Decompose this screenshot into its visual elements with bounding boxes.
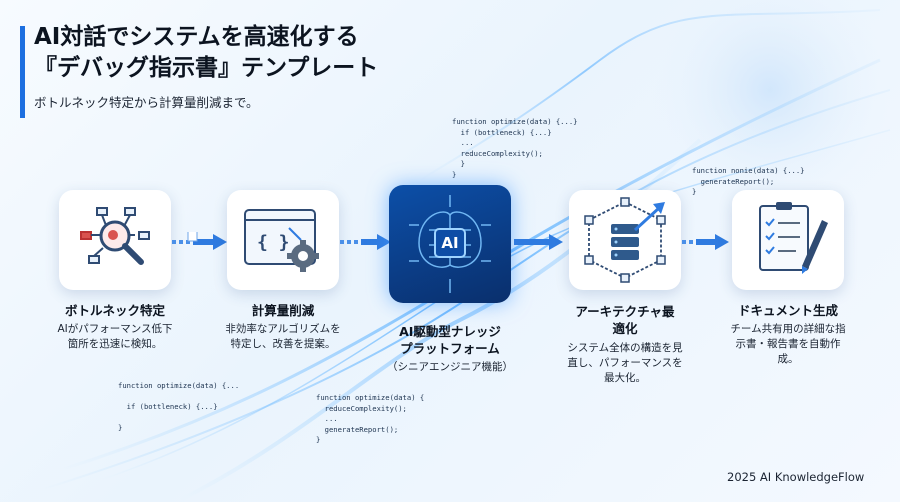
flow-arrow-4 — [682, 234, 729, 250]
step-title-line: プラットフォーム — [400, 341, 500, 356]
title-line-2: 『デバッグ指示書』テンプレート — [34, 55, 379, 81]
step-desc-line: AIがパフォーマンス低下 — [57, 323, 173, 335]
step-title-complexity: 計算量削減 — [251, 303, 315, 318]
step-desc-architecture: システム全体の構造を見 直し、パフォーマンスを 最大化。 — [549, 341, 701, 386]
step-desc-line: 箇所を迅速に検知。 — [67, 338, 163, 350]
ai-badge: AI — [441, 234, 459, 252]
step-desc-line: 最大化。 — [604, 372, 646, 384]
code-snippet-bottom-left: function optimize(data) {... if (bottlen… — [118, 381, 240, 432]
step-title-architecture: アーキテクチャ最 適化 — [549, 303, 701, 337]
step-desc-complexity: 非効率なアルゴリズムを 特定し、改善を提案。 — [207, 322, 359, 352]
step-title-line: 適化 — [612, 321, 638, 336]
step-desc-bottleneck: AIがパフォーマンス低下 箇所を迅速に検知。 — [39, 322, 191, 352]
step-title-line: AI駆動型ナレッジ — [399, 324, 501, 339]
step-desc-line: 成。 — [777, 353, 799, 365]
step-card-documentation — [732, 190, 844, 290]
flow-arrow-3 — [514, 234, 563, 250]
title-accent-bar — [20, 26, 25, 118]
step-desc-line: 特定し、改善を提案。 — [230, 338, 336, 350]
code-snippet-right: function nonie(data) {...} generateRepor… — [692, 166, 805, 196]
step-desc-line: 非効率なアルゴリズムを — [225, 323, 341, 335]
flow-arrow-2 — [340, 234, 391, 250]
step-card-architecture — [569, 190, 681, 290]
step-card-bottleneck — [59, 190, 171, 290]
page-subtitle: ボトルネック特定から計算量削減まで。 — [34, 95, 259, 110]
step-title-line: アーキテクチャ最 — [575, 304, 675, 319]
server-stack-icon — [584, 197, 666, 283]
magnifier-network-icon — [80, 207, 150, 265]
step-desc-line: 示書・報告書を自動作 — [735, 338, 841, 350]
document-pen-icon — [759, 202, 828, 274]
ai-brain-chip-icon — [409, 195, 491, 293]
step-card-complexity: { } — [227, 190, 339, 290]
footer-brand: 2025 AI KnowledgeFlow — [727, 470, 865, 484]
step-desc-documentation: チーム共有用の詳細な指 示書・報告書を自動作 成。 — [712, 322, 864, 367]
title-line-1: AI対話でシステムを高速化する — [34, 24, 359, 50]
code-snippet-bottom-center: function optimize(data) { reduceComplexi… — [316, 393, 425, 444]
step-title-ai-platform: AI駆動型ナレッジ プラットフォーム — [370, 323, 530, 357]
ai-platform-card: AI — [389, 185, 511, 303]
step-title-bottleneck: ボトルネック特定 — [64, 303, 165, 318]
step-title-documentation: ドキュメント生成 — [737, 303, 838, 318]
step-desc-line: 直し、パフォーマンスを — [567, 357, 683, 369]
step-desc-ai-platform: （シニアエンジニア機能） — [387, 361, 513, 373]
svg-text:{ }: { } — [257, 232, 290, 253]
step-desc-line: チーム共有用の詳細な指 — [730, 323, 846, 335]
page-title: AI対話でシステムを高速化する 『デバッグ指示書』テンプレート — [34, 22, 378, 84]
code-gear-icon: { } — [244, 209, 319, 272]
flow-arrow-1 — [172, 232, 227, 250]
step-desc-line: システム全体の構造を見 — [567, 342, 683, 354]
code-snippet-top: function optimize(data) {...} if (bottle… — [452, 117, 578, 179]
